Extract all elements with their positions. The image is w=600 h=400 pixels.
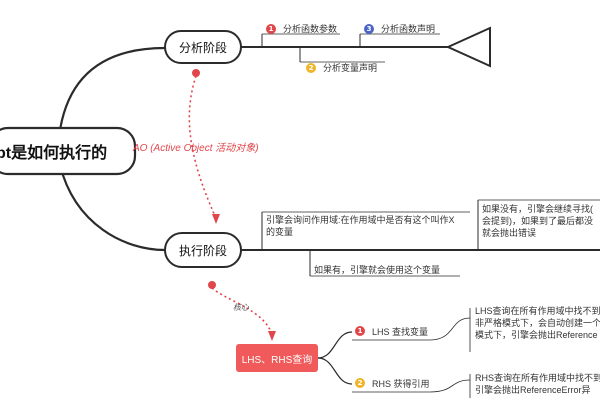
rhs-note-line-2: 引擎会抛出ReferenceError异	[475, 385, 591, 395]
connector-core-dot	[208, 281, 216, 289]
branch-root-to-analysis	[58, 46, 166, 131]
lhs-note-line-2: 非严格模式下，会自动创建一个	[475, 318, 600, 328]
analysis-item-1-label[interactable]: 分析函数参数	[283, 24, 338, 34]
scope-note-line-2: 的变量	[266, 227, 294, 237]
lhs-note-line-1: LHS查询在所有作用域中找不到	[475, 306, 600, 316]
connector-start-dot	[192, 69, 200, 77]
lhs-note-line-3: 模式下，引擎会抛出Reference	[475, 330, 598, 340]
analysis-item-2-badge: 2	[306, 63, 316, 73]
not-found-note-line-1: 如果没有，引擎会继续寻找(	[482, 204, 593, 214]
not-found-note-line-3: 就会抛出错误	[482, 228, 537, 238]
execution-node-label: 执行阶段	[178, 243, 227, 258]
ao-label: AO (Active Object 活动对象)	[133, 143, 259, 154]
rhs-badge: 2	[355, 378, 365, 388]
analysis-end-triangle	[445, 26, 491, 68]
analysis-item-1-badge: 1	[266, 24, 276, 34]
root-node-label: pt是如何执行的	[0, 145, 108, 162]
lhs-rhs-node-box	[236, 344, 318, 372]
lhs-label[interactable]: LHS 查找变量	[372, 327, 429, 337]
found-note: 如果有，引擎就会使用这个变量	[314, 265, 441, 275]
rhs-label[interactable]: RHS 获得引用	[372, 379, 430, 389]
root-node[interactable]: pt是如何执行的	[0, 128, 136, 174]
analysis-item-3-badge: 3	[364, 24, 374, 34]
core-label: 核心	[233, 303, 249, 312]
rhs-note-line-1: RHS查询在所有作用域中找不到	[475, 373, 600, 383]
analysis-item-3-label[interactable]: 分析函数声明	[381, 24, 436, 34]
branch-root-to-execution	[58, 164, 166, 252]
branch-rhs	[317, 357, 353, 385]
lhs-rhs-node[interactable]: LHS、RHS查询	[236, 344, 318, 372]
lhs-rhs-node-label: LHS、RHS查询	[241, 354, 313, 366]
analysis-node-label: 分析阶段	[178, 40, 227, 55]
execution-node[interactable]: 执行阶段	[165, 233, 241, 267]
scope-note-line-1: 引擎会询问作用域:在作用域中是否有这个叫作X	[266, 215, 455, 225]
branch-lhs	[317, 331, 353, 359]
not-found-note-line-2: 会提到)，如果到了最后都没	[482, 216, 593, 226]
dashed-connector-core	[211, 287, 273, 336]
lhs-badge: 1	[355, 326, 365, 336]
analysis-node[interactable]: 分析阶段	[165, 31, 241, 63]
analysis-item-2-label[interactable]: 分析变量声明	[323, 63, 378, 73]
root-node-box	[0, 126, 137, 176]
